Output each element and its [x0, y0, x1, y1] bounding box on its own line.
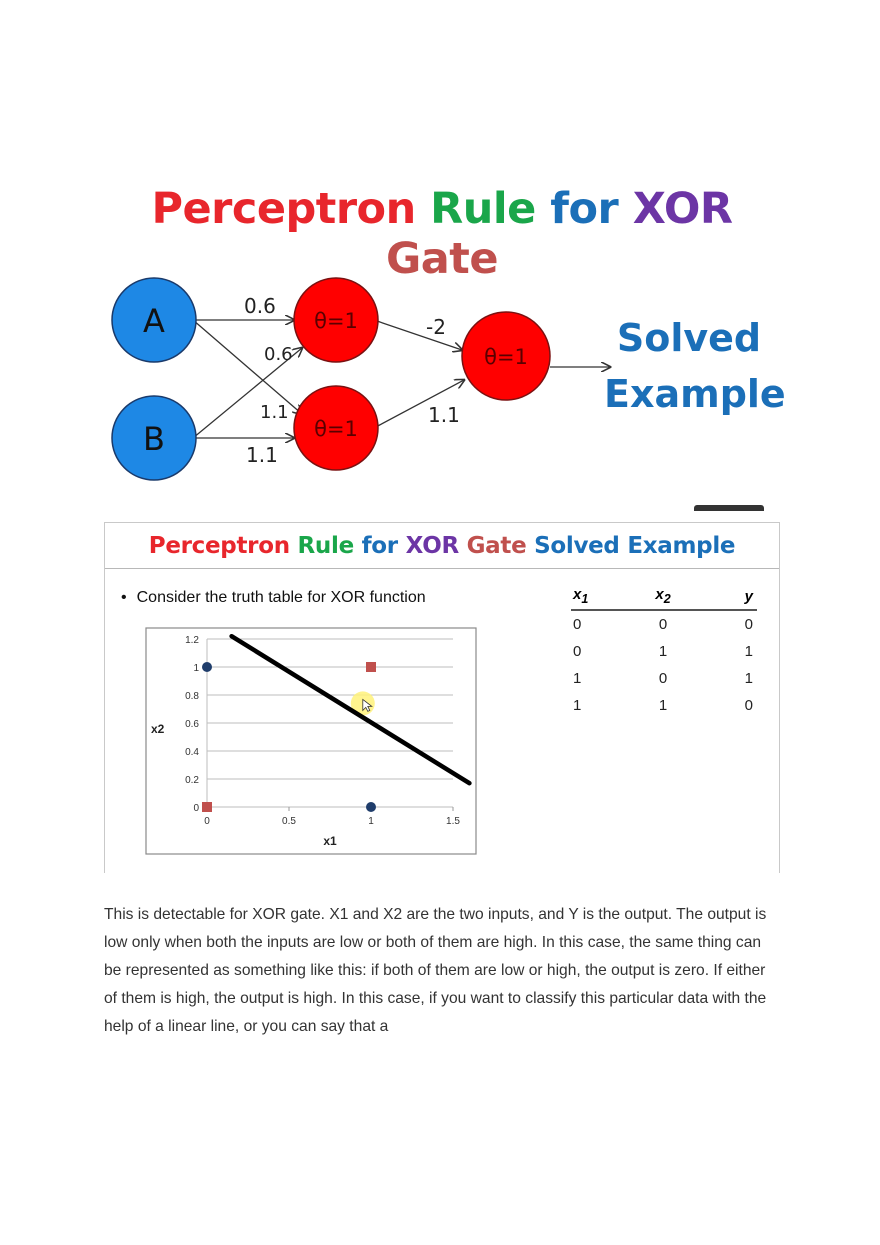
slide-title-word: Gate [466, 533, 527, 559]
table-cell: 1 [744, 670, 753, 687]
slide-title-word: for [361, 533, 399, 559]
x-tick-label: 0.5 [282, 816, 296, 827]
table-row: 1 1 0 [571, 692, 757, 719]
bullet-text: Consider the truth table for XOR functio… [136, 589, 426, 606]
table-cell: 0 [573, 643, 582, 660]
weight-b-h1: 0.6 [264, 344, 293, 365]
slide-title-word: XOR [405, 533, 460, 559]
banner-title: Perceptron Rule for XOR Gate [104, 184, 780, 284]
header-x1: x1 [571, 583, 613, 611]
truth-table-header: x1 x2 y [571, 583, 757, 611]
table-cell: 0 [658, 670, 668, 687]
node-b-label: B [143, 420, 165, 458]
y-tick-label: 0.4 [185, 747, 199, 758]
body-paragraph: This is detectable for XOR gate. X1 and … [104, 906, 767, 1035]
banner-title-word: Perceptron [151, 184, 416, 234]
weight-b-h2: 1.1 [246, 443, 278, 467]
hidden-1-label: θ=1 [314, 309, 358, 333]
xor-scatter-chart: 0 0.2 0.4 0.6 0.8 1 1.2 0 0.5 1 1.5 x1 x2 [145, 627, 477, 855]
edge-h2-out [373, 380, 464, 429]
bullet-item: • Consider the truth table for XOR functi… [121, 589, 426, 607]
slide-image: Perceptron Rule for XOR Gate Solved Exam… [104, 522, 780, 873]
table-cell: 0 [744, 697, 753, 714]
slide-title-rule [105, 568, 779, 569]
y-tick-label: 0.8 [185, 691, 199, 702]
table-cell: 0 [658, 616, 668, 633]
banner-image: Perceptron Rule for XOR Gate A B θ=1 θ=1… [104, 170, 786, 511]
x-tick-label: 1.5 [446, 816, 460, 827]
chart-frame [145, 627, 477, 855]
table-cell: 1 [658, 697, 668, 714]
table-row: 0 1 1 [571, 638, 757, 665]
output-label: θ=1 [484, 345, 528, 369]
slide-title-word: Perceptron [148, 533, 290, 559]
bullet-dot-icon: • [121, 589, 127, 606]
y-tick-label: 1 [193, 663, 199, 674]
slide-title: Perceptron Rule for XOR Gate Solved Exam… [105, 533, 779, 559]
input-node-b [111, 395, 197, 481]
hidden-2-label: θ=1 [314, 417, 358, 441]
x-tick-label: 0 [204, 816, 210, 827]
slide-title-word: Rule [297, 533, 355, 559]
x-axis-label: x1 [323, 834, 337, 848]
table-cell: 1 [744, 643, 753, 660]
edge-b-h1 [192, 348, 302, 439]
edge-h1-out [373, 319, 462, 350]
solved-line-1: Solved [616, 316, 762, 360]
truth-table: x1 x2 y 0 0 0 0 1 1 1 0 1 1 1 0 [571, 583, 757, 719]
y-axis-label: x2 [151, 722, 165, 736]
banner-title-word: Rule [430, 184, 536, 234]
y-tick-label: 0.2 [185, 775, 199, 786]
table-cell: 1 [573, 697, 582, 714]
data-point [202, 802, 212, 812]
slide-title-word: Solved [534, 533, 620, 559]
weight-h1-out: -2 [426, 315, 446, 339]
banner-title-word: Gate [385, 234, 499, 284]
video-control-tab [694, 505, 764, 511]
hidden-node-1 [293, 277, 379, 363]
x-tick-label: 1 [368, 816, 374, 827]
separator-line [229, 633, 472, 786]
input-node-a [111, 277, 197, 363]
weight-a-h2: 1.1 [260, 402, 289, 423]
header-x2: x2 [613, 583, 713, 611]
y-tick-label: 0 [193, 803, 199, 814]
y-tick-label: 0.6 [185, 719, 199, 730]
edge-a-h2 [192, 319, 302, 414]
table-cell: 0 [744, 616, 753, 633]
weight-a-h1: 0.6 [244, 294, 276, 318]
solved-example-label: Solved Example [604, 310, 786, 422]
data-point [366, 802, 376, 812]
data-point [366, 662, 376, 672]
table-row: 1 0 1 [571, 665, 757, 692]
table-cell: 1 [573, 670, 582, 687]
y-tick-label: 1.2 [185, 635, 199, 646]
output-node [461, 311, 551, 401]
banner-title-word: XOR [632, 184, 733, 234]
table-row: 0 0 0 [571, 610, 757, 638]
mouse-cursor-icon [362, 698, 373, 712]
banner-title-word: for [550, 184, 619, 234]
slide-title-word: Example [627, 533, 736, 559]
hidden-node-2 [293, 385, 379, 471]
weight-h2-out: 1.1 [428, 403, 460, 427]
network-diagram: A B θ=1 θ=1 θ=1 0.6 0.6 1.1 1.1 -2 1.1 [111, 277, 780, 481]
solved-line-2: Example [604, 372, 786, 416]
node-a-label: A [143, 302, 165, 340]
header-y: y [713, 583, 757, 611]
table-cell: 0 [573, 616, 582, 633]
table-cell: 1 [658, 643, 668, 660]
data-point [202, 662, 212, 672]
